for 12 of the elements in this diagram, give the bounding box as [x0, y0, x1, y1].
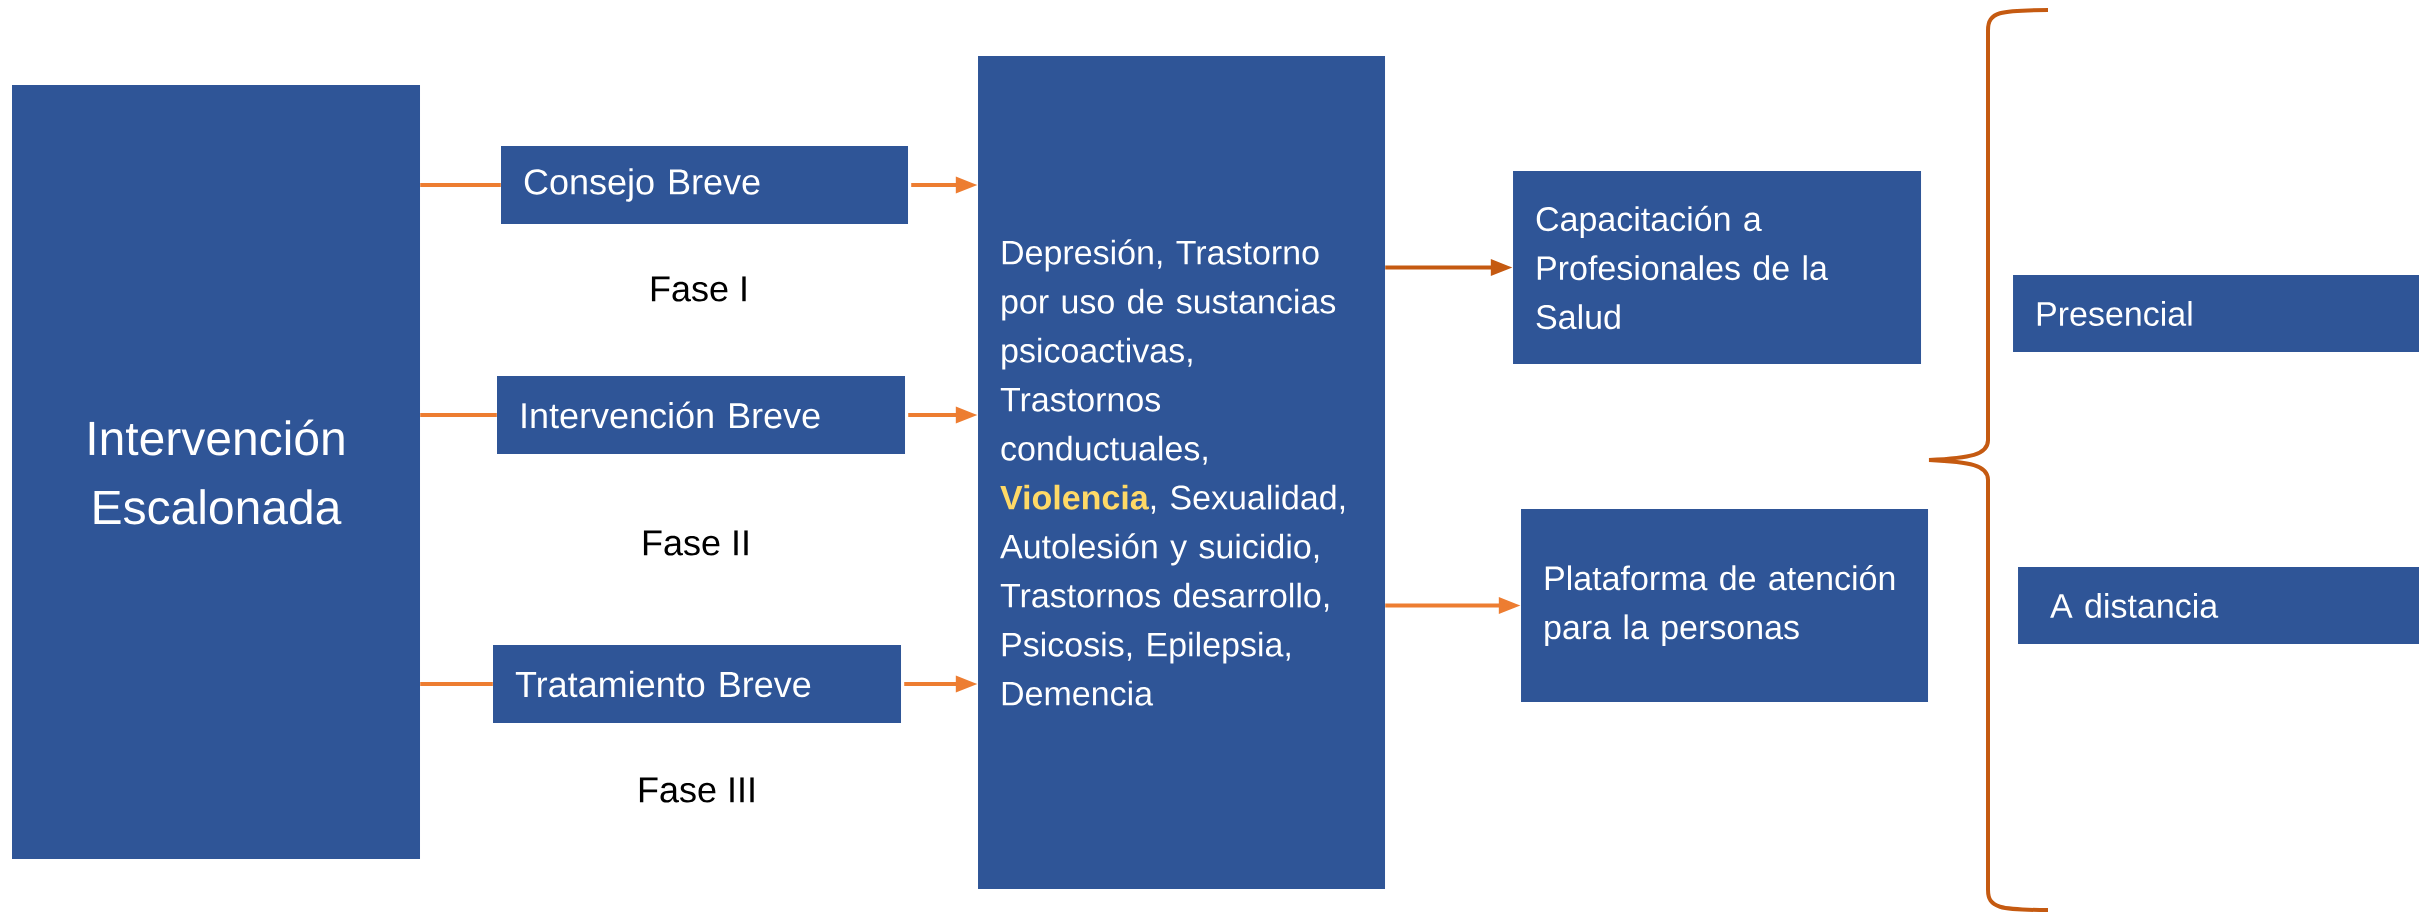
topic-box: Depresión, Trastorno por uso de sustancias psicoactivas, Trastornos conductuales, Violencia, Sexualidad, Autolesión y suicidio, Trastornos desarrollo, Psicosis, Epilepsia, Demencia	[978, 56, 1385, 889]
mode-box: A distancia	[2018, 567, 2419, 644]
phase-label: Fase I	[651, 276, 746, 302]
stage-box: Intervención Escalonada	[12, 85, 420, 859]
phase-label: Fase II	[643, 530, 748, 556]
mode-box: Presencial	[2013, 275, 2419, 352]
process-box: Intervención Breve	[497, 376, 905, 454]
phase-label: Fase III	[639, 777, 754, 803]
service-box: Plataforma de atención para la personas	[1521, 509, 1928, 702]
process-box: Consejo Breve	[501, 146, 908, 224]
service-box: Capacitación a Profesionales de la Salud	[1513, 171, 1922, 364]
process-box: Tratamiento Breve	[493, 645, 901, 723]
